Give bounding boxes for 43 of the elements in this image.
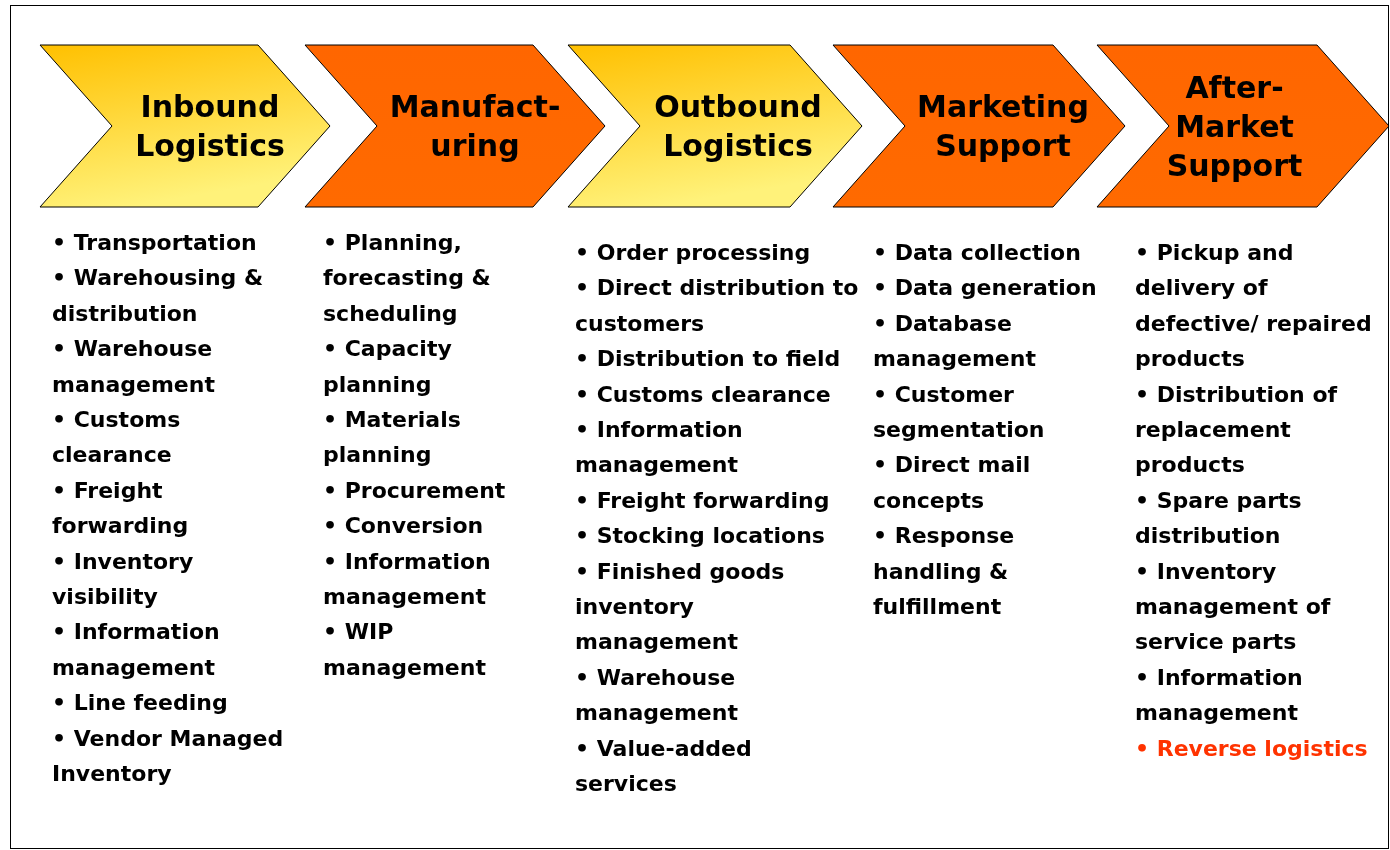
- activity-item: • Data collection: [873, 239, 1082, 267]
- activity-item: • Response handling & fulfillment: [873, 522, 1016, 622]
- activity-item: • Line feeding: [52, 689, 229, 718]
- activity-item: • Planning, forecasting & scheduling: [323, 229, 492, 328]
- activity-item: • Inventory visibility: [52, 547, 195, 612]
- activity-item: • Customer segmentation: [873, 380, 1046, 445]
- activity-item: • Information management: [52, 618, 221, 682]
- activity-item: • Customs clearance: [575, 380, 832, 409]
- activity-item: • Procurement: [323, 476, 507, 505]
- activity-item: • Stocking locations: [575, 522, 826, 551]
- activity-item: • WIP management: [323, 618, 487, 682]
- activity-item: • Capacity planning: [323, 335, 453, 399]
- activity-item: • Customs clearance: [52, 406, 182, 470]
- activity-item: • Information management: [1135, 663, 1304, 728]
- activity-item: • Information management: [323, 547, 492, 612]
- activity-item: • Direct mail concepts: [873, 451, 1032, 515]
- activity-item: • Data generation: [873, 274, 1098, 303]
- stage-title: Inbound Logistics: [134, 88, 286, 165]
- activity-item: • Freight forwarding: [575, 486, 831, 515]
- activity-item: • Freight forwarding: [52, 476, 190, 541]
- activity-item: • Transportation: [52, 229, 258, 257]
- stage-title: After- Market Support: [1165, 68, 1304, 185]
- stage-title: Manufact- uring: [388, 88, 562, 165]
- activity-item: • Value-added services: [575, 734, 753, 799]
- activity-item: • Warehouse management: [575, 663, 739, 728]
- stage-title: Marketing Support: [916, 88, 1090, 165]
- activity-item: • Distribution to field: [575, 345, 842, 374]
- activity-item: • Spare parts distribution: [1135, 486, 1303, 551]
- activity-item: • Pickup and delivery of defective/ repaired products: [1135, 239, 1373, 374]
- activity-item: • Vendor Managed Inventory: [52, 724, 285, 789]
- stage-title: Outbound Logistics: [653, 88, 823, 165]
- activity-item: • Materials planning: [323, 406, 462, 470]
- activity-item: • Conversion: [323, 512, 485, 541]
- activity-item: • Distribution of replacement products: [1135, 380, 1339, 480]
- activity-item: • Information management: [575, 416, 744, 480]
- activity-item: • Order processing: [575, 239, 812, 267]
- activity-item: • Finished goods inventory management: [575, 557, 786, 657]
- activity-item: • Warehouse management: [52, 335, 216, 399]
- activity-item: • Inventory management of service parts: [1135, 557, 1332, 657]
- activity-item: • Direct distribution to customers: [575, 274, 860, 338]
- activity-item: • Database management: [873, 309, 1037, 374]
- activity-item: • Reverse logistics: [1135, 734, 1369, 763]
- activity-item: • Warehousing & distribution: [52, 264, 265, 328]
